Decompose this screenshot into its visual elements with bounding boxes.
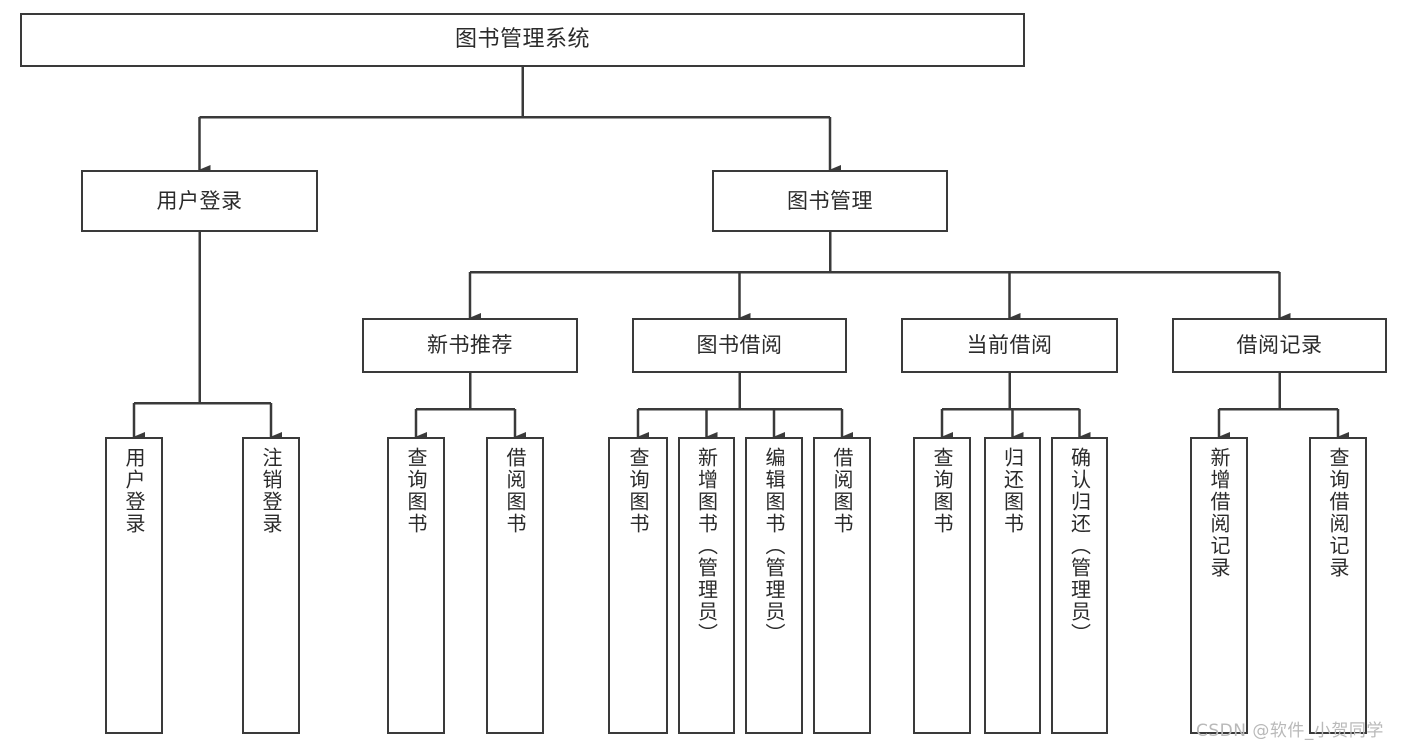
node-label: 编辑图书（管理员） — [762, 447, 786, 645]
node-leaf-logout[interactable]: 注销登录 — [242, 437, 300, 734]
node-label: 新增借阅记录 — [1207, 447, 1231, 579]
node-root[interactable]: 图书管理系统 — [20, 13, 1025, 67]
node-label: 确认归还（管理员） — [1067, 447, 1092, 645]
node-book-borrow[interactable]: 图书借阅 — [632, 318, 847, 373]
node-user-login[interactable]: 用户登录 — [81, 170, 318, 232]
node-label: 查询图书 — [626, 447, 650, 535]
node-label: 查询图书 — [930, 447, 954, 535]
node-label: 当前借阅 — [966, 333, 1053, 358]
node-leaf-query-2[interactable]: 查询图书 — [608, 437, 668, 734]
node-leaf-add-book[interactable]: 新增图书（管理员） — [678, 437, 735, 734]
node-label: 注销登录 — [259, 447, 283, 535]
node-label: 用户登录 — [156, 188, 243, 213]
node-leaf-borrow-2[interactable]: 借阅图书 — [813, 437, 871, 734]
node-label: 新书推荐 — [427, 333, 513, 358]
node-leaf-add-rec[interactable]: 新增借阅记录 — [1190, 437, 1248, 734]
node-label: 图书借阅 — [696, 333, 783, 358]
node-borrow-record[interactable]: 借阅记录 — [1172, 318, 1387, 373]
node-leaf-borrow-1[interactable]: 借阅图书 — [486, 437, 544, 734]
node-current-borrow[interactable]: 当前借阅 — [901, 318, 1118, 373]
node-leaf-query-1[interactable]: 查询图书 — [387, 437, 445, 734]
node-book-manage[interactable]: 图书管理 — [712, 170, 948, 232]
node-label: 查询图书 — [404, 447, 428, 535]
node-label: 归还图书 — [1000, 447, 1025, 535]
node-leaf-confirm[interactable]: 确认归还（管理员） — [1051, 437, 1108, 734]
node-label: 新增图书（管理员） — [694, 447, 719, 645]
node-leaf-query-3[interactable]: 查询图书 — [913, 437, 971, 734]
node-leaf-query-rec[interactable]: 查询借阅记录 — [1309, 437, 1367, 734]
node-leaf-return[interactable]: 归还图书 — [984, 437, 1041, 734]
node-label: 借阅图书 — [830, 447, 854, 535]
node-label: 借阅记录 — [1236, 333, 1323, 358]
node-leaf-edit-book[interactable]: 编辑图书（管理员） — [745, 437, 803, 734]
node-label: 用户登录 — [122, 447, 146, 535]
node-leaf-user-login[interactable]: 用户登录 — [105, 437, 163, 734]
node-label: 借阅图书 — [503, 447, 527, 535]
node-label: 图书管理 — [787, 188, 873, 213]
node-label: 图书管理系统 — [454, 27, 590, 53]
node-label: 查询借阅记录 — [1326, 447, 1350, 579]
node-new-book-rec[interactable]: 新书推荐 — [362, 318, 578, 373]
